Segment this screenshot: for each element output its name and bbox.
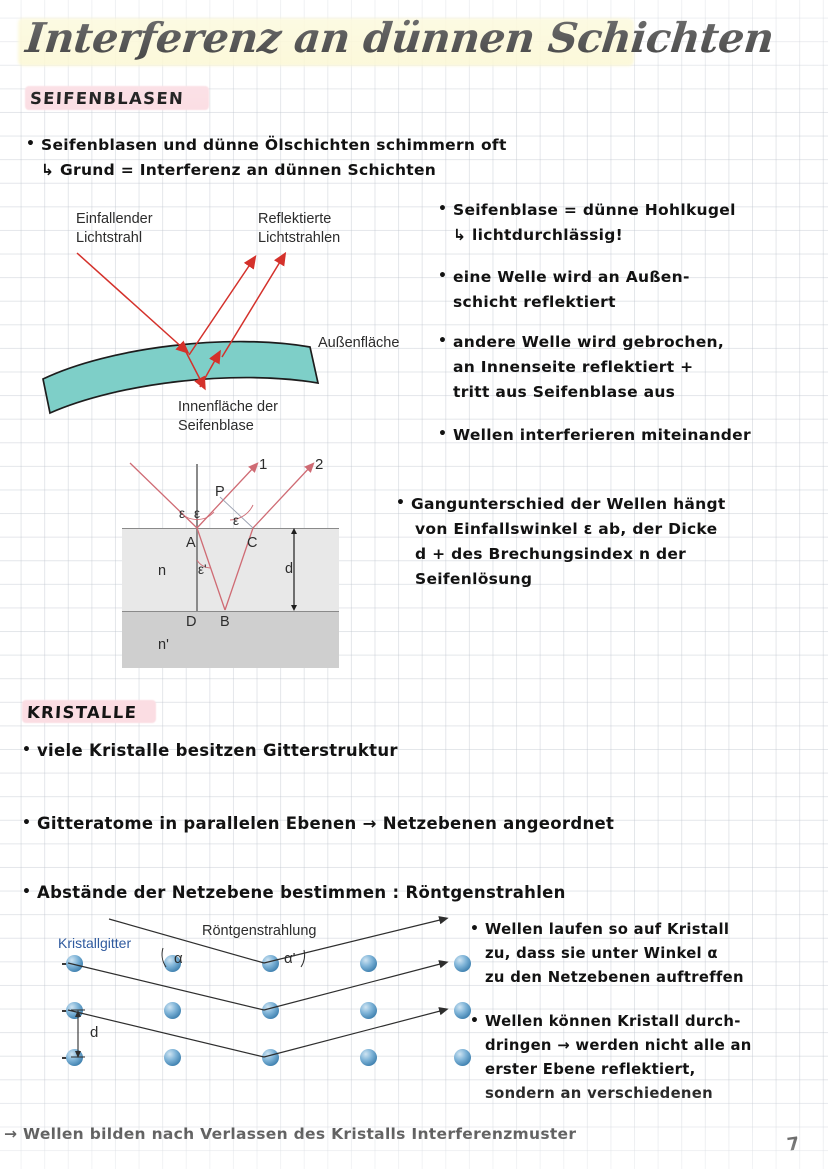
angle-eps-left-label: ε <box>179 506 186 521</box>
angle-alpha-label: α <box>174 950 183 967</box>
angle-eps-right-label: ε <box>194 506 201 521</box>
thin-layer-svg <box>129 462 315 611</box>
outer-surface-label: Außenfläche <box>318 335 400 351</box>
soap-note-5-line-2: von Einfallswinkel ε ab, der Dicke <box>415 520 718 538</box>
kristallgitter-label: Kristallgitter <box>58 935 132 951</box>
soap-note-2-line-2: schicht reflektiert <box>453 293 616 311</box>
soap-bullet-1-line-2: ↳ Grund = Interferenz an dünnen Schichte… <box>41 161 437 179</box>
soap-note-1-line-1: Seifenblase = dünne Hohlkugel <box>438 197 736 223</box>
reflected-rays-label-line-2: Lichtstrahlen <box>258 230 341 246</box>
crystal-bullet-3: Abstände der Netzebene bestimmen : Röntg… <box>22 879 828 906</box>
crystal-note-2: Wellen können Kristall durch- dringen → … <box>470 1009 752 1106</box>
soap-bullet-1-line-1: Seifenblasen und dünne Ölschichten schim… <box>26 132 507 158</box>
inner-surface-label: Innenfläche der Seifenblase <box>178 398 278 436</box>
seifenblasen-heading: SEIFENBLASEN <box>29 89 185 108</box>
angle-alpha-prime-label: α' <box>284 950 296 967</box>
index-n-prime-label: n' <box>158 637 169 653</box>
soap-note-5-line-4: Seifenlösung <box>415 570 533 588</box>
inner-surface-label-line-1: Innenfläche der <box>178 399 278 415</box>
crystal-note-1-line-1: Wellen laufen so auf Kristall <box>470 917 744 942</box>
xray-out-2 <box>263 960 449 1011</box>
crystal-bullet-1: viele Kristalle besitzen Gitterstruktur <box>22 737 828 764</box>
thin-layer-ray-diagram: 1 2 P ε ε ε A C ε' n d D B n' <box>122 450 344 675</box>
angle-eps-prime-label: ε' <box>198 562 207 577</box>
incident-ray-label-line-2: Lichtstrahl <box>76 230 143 246</box>
xray-in-2 <box>67 962 265 1011</box>
crystal-bullet-2: Gitteratome in parallelen Ebenen → Netze… <box>22 810 828 837</box>
incident-ray-label-line-1: Einfallender <box>76 211 153 227</box>
soap-note-1-line-2: ↳ lichtdurchlässig! <box>453 226 624 244</box>
inner-surface-label-line-2: Seifenblase <box>178 418 254 434</box>
thickness-arrow-down <box>291 605 297 611</box>
ray-1-label: 1 <box>259 456 268 473</box>
point-B-label: B <box>220 614 230 630</box>
xray-out-3 <box>263 1007 449 1058</box>
crystal-note-1-line-3: zu den Netzebenen auftreffen <box>485 969 744 986</box>
crystal-note-2-line-2: dringen → werden nicht alle an <box>485 1037 752 1054</box>
point-A-label: A <box>186 535 196 551</box>
conclusion-line: → Wellen bilden nach Verlassen des Krist… <box>4 1125 577 1143</box>
reflected-rays-label-line-1: Reflektierte <box>258 211 332 227</box>
soap-note-3: andere Welle wird gebrochen, an Innensei… <box>438 329 724 405</box>
soap-note-1: Seifenblase = dünne Hohlkugel ↳ lichtdur… <box>438 197 736 248</box>
point-D-label: D <box>186 614 197 630</box>
crystal-note-2-line-1: Wellen können Kristall durch- <box>470 1009 752 1034</box>
crystal-note-1-line-2: zu, dass sie unter Winkel α <box>485 945 718 962</box>
angle-arc-alpha <box>161 947 167 968</box>
soap-note-3-line-1: andere Welle wird gebrochen, <box>438 329 724 355</box>
crystal-note-2-line-4: sondern an verschiedenen <box>485 1085 713 1102</box>
index-n-label: n <box>158 563 167 579</box>
soap-note-5-line-3: d + des Brechungsindex n der <box>415 545 687 563</box>
ray-incoming <box>129 462 198 529</box>
reflected-rays-label: Reflektierte Lichtstrahlen <box>258 210 340 248</box>
angle-eps-c-label: ε <box>233 513 240 528</box>
ray-2-label: 2 <box>315 456 324 473</box>
soap-note-3-line-2: an Innenseite reflektiert + <box>453 358 694 376</box>
crystal-note-2-line-3: erster Ebene reflektiert, <box>485 1061 696 1078</box>
crystal-note-1: Wellen laufen so auf Kristall zu, dass s… <box>470 917 744 990</box>
thickness-d-label: d <box>285 561 294 577</box>
soap-note-4: Wellen interferieren miteinander <box>438 422 751 448</box>
soap-note-3-line-3: tritt aus Seifenblase aus <box>453 383 676 401</box>
soap-note-5: Gangunterschied der Wellen hängt von Ein… <box>396 491 726 592</box>
kristalle-heading: KRISTALLE <box>26 703 138 722</box>
soap-note-2: eine Welle wird an Außen- schicht reflek… <box>438 264 690 315</box>
soap-bullet-1: Seifenblasen und dünne Ölschichten schim… <box>26 132 507 183</box>
angle-arc-alpha-prime <box>300 949 306 968</box>
point-P-label: P <box>215 484 225 500</box>
incident-ray-label: Einfallender Lichtstrahl <box>76 210 153 248</box>
soap-film-diagram: Einfallender Lichtstrahl Reflektierte Li… <box>0 195 440 450</box>
page-title: Interferenz an dünnen Schichten <box>23 14 776 62</box>
soap-note-5-line-1: Gangunterschied der Wellen hängt <box>396 491 726 517</box>
incident-ray <box>76 252 190 355</box>
ray-2-out <box>252 462 315 529</box>
soap-note-4-line-1: Wellen interferieren miteinander <box>438 422 751 448</box>
point-C-label: C <box>247 535 258 551</box>
crystal-lattice-diagram: Kristallgitter Röntgenstrahlung α α' d <box>40 905 471 1080</box>
thickness-arrow-up <box>291 528 297 534</box>
roentgenstrahlung-label: Röntgenstrahlung <box>202 923 317 939</box>
ray-1-out <box>196 462 259 529</box>
spacing-d-label: d <box>90 1024 99 1041</box>
soap-note-2-line-1: eine Welle wird an Außen- <box>438 264 690 290</box>
